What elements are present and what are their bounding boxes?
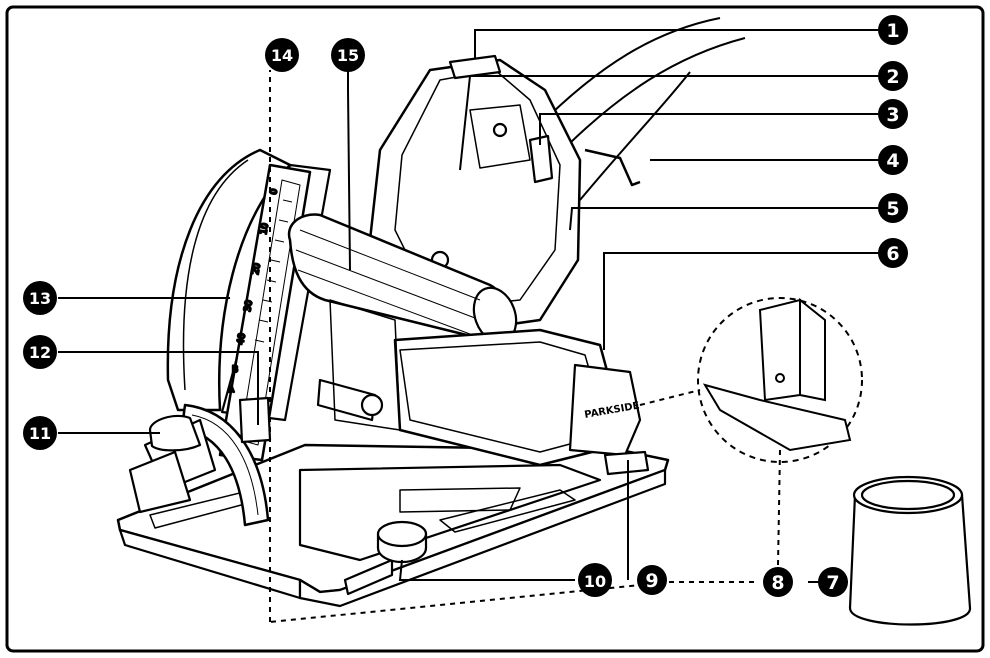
depth-lever xyxy=(238,396,272,444)
callout-6: 6 xyxy=(878,238,908,268)
scale-mark-b: B xyxy=(232,365,238,375)
leader-lines xyxy=(58,29,878,623)
svg-text:4: 4 xyxy=(886,150,899,172)
callout-4: 4 xyxy=(878,145,908,175)
callout-2: 2 xyxy=(878,61,908,91)
callout-1: 1 xyxy=(878,15,908,45)
bevel-arc xyxy=(128,396,272,527)
svg-text:2: 2 xyxy=(886,66,899,88)
depth-knob xyxy=(376,520,428,564)
detail-hole xyxy=(775,373,785,383)
detail-inset xyxy=(639,297,863,463)
callout-15: 15 xyxy=(331,38,365,72)
callout-12: 12 xyxy=(23,335,57,369)
front-handle xyxy=(287,213,518,344)
svg-text:6: 6 xyxy=(886,243,899,265)
callout-5: 5 xyxy=(878,193,908,223)
callout-badges: 1 2 3 4 5 6 7 8 9 10 11 12 13 14 15 xyxy=(23,15,908,597)
svg-text:1: 1 xyxy=(886,20,899,42)
svg-text:8: 8 xyxy=(771,572,784,594)
svg-text:14: 14 xyxy=(271,46,293,65)
callout-7: 7 xyxy=(818,567,848,597)
on-off-switch xyxy=(528,134,554,184)
callout-9: 9 xyxy=(637,565,667,595)
riving-knife-screw xyxy=(360,393,384,417)
callout-14: 14 xyxy=(265,38,299,72)
motor-body: PARKSIDE xyxy=(316,299,642,467)
bevel-lock-knob xyxy=(148,414,202,452)
scale-deg-0: 0 xyxy=(269,188,280,196)
scale-deg-20: 20 xyxy=(251,262,263,275)
allen-key xyxy=(584,148,641,187)
svg-text:10: 10 xyxy=(584,572,606,591)
guide-bracket xyxy=(603,450,650,476)
svg-text:15: 15 xyxy=(337,46,359,65)
svg-text:11: 11 xyxy=(29,424,51,443)
scale-mark-a: A xyxy=(228,385,235,395)
base-plate xyxy=(116,443,670,608)
callout-3: 3 xyxy=(878,99,908,129)
safety-lock-button xyxy=(448,54,502,80)
dust-adapter xyxy=(848,475,972,626)
scale-deg-40: 40 xyxy=(236,332,248,345)
svg-text:7: 7 xyxy=(826,572,839,594)
svg-text:3: 3 xyxy=(886,104,899,126)
callout-13: 13 xyxy=(23,281,57,315)
motor-end-cap xyxy=(568,363,642,457)
callout-11: 11 xyxy=(23,416,57,450)
frame-border xyxy=(5,5,985,653)
svg-text:9: 9 xyxy=(645,570,658,592)
callout-8: 8 xyxy=(763,567,793,597)
svg-text:5: 5 xyxy=(886,198,899,220)
saw-illustration: B A 0 10 20 30 40 xyxy=(116,17,746,608)
scale-deg-10: 10 xyxy=(259,222,271,235)
scale-deg-30: 30 xyxy=(243,299,255,312)
callout-10: 10 xyxy=(578,563,612,597)
svg-text:13: 13 xyxy=(29,289,51,308)
bevel-scale: B A 0 10 20 30 40 xyxy=(218,163,312,462)
svg-text:12: 12 xyxy=(29,343,51,362)
